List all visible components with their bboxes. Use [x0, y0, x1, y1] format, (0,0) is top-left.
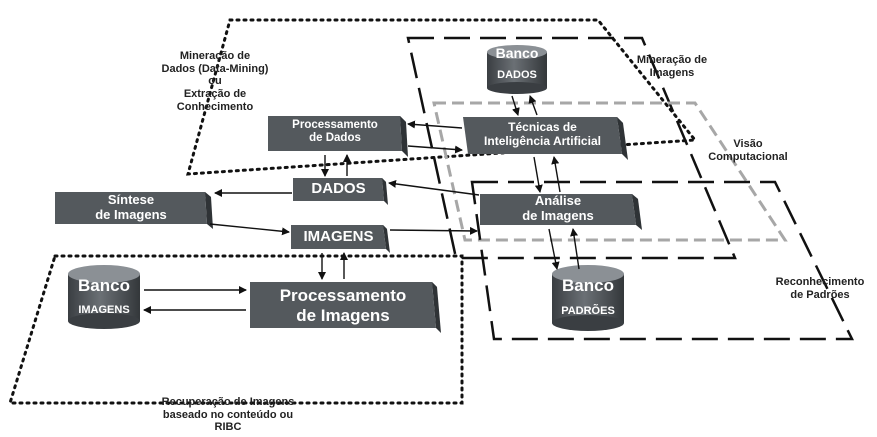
- box-label-tecnicas-ia: Técnicas de Inteligência Artificial: [484, 120, 601, 148]
- box-analise: [480, 194, 642, 230]
- label-visao-computacional: Visão Computacional: [708, 138, 788, 163]
- box-label-dados: DADOS: [311, 180, 366, 197]
- box-imagens: [291, 225, 390, 253]
- arrow-tecnicas-to-analise: [533, 156, 543, 193]
- label-recuperacao-imagens: Recuperação de Imagens baseado no conteú…: [161, 396, 295, 434]
- arrow-analise-to-tecnicas: [551, 156, 561, 193]
- cbir-region: [7, 254, 464, 405]
- arrow-tecnicas-to-processamento-dados: [407, 120, 463, 129]
- db-label-banco-dados-top: Banco: [495, 45, 539, 61]
- cylinder-banco-padroes: [552, 265, 624, 331]
- box-dados: [293, 178, 388, 205]
- db-label-banco-imagens-bottom: IMAGENS: [78, 304, 130, 316]
- box-processamento-imagens: [250, 282, 441, 333]
- box-sintese: [55, 192, 213, 229]
- data-mining-region: [185, 18, 698, 176]
- cylinder-banco-dados: [487, 45, 547, 94]
- db-label-banco-dados-bottom: DADOS: [497, 69, 537, 81]
- arrow-banco-dados-to-tecnicas: [511, 95, 520, 116]
- arrow-sintese-to-imagens: [209, 223, 290, 236]
- box-label-imagens: IMAGENS: [303, 228, 374, 245]
- computer-vision-region: [432, 101, 788, 242]
- image-mining-region: [406, 36, 737, 260]
- db-label-banco-imagens-top: Banco: [78, 276, 130, 295]
- cylinder-banco-imagens: [68, 265, 140, 329]
- db-label-banco-padroes-bottom: PADRÕES: [561, 305, 615, 317]
- arrow-banco-padroes-to-analise: [570, 228, 580, 270]
- box-processamento-dados: [268, 116, 408, 157]
- arrow-analise-to-banco-padroes: [548, 228, 560, 270]
- box-label-analise: Análise de Imagens: [522, 193, 594, 223]
- box-label-processamento-imagens: Processamento de Imagens: [279, 286, 407, 325]
- box-tecnicas-ia: [463, 117, 628, 160]
- label-reconhecimento-padroes: Reconhecimento de Padrões: [775, 276, 865, 301]
- box-label-sintese: Síntese de Imagens: [95, 192, 167, 222]
- box-label-processamento-dados: Processamento de Dados: [292, 119, 378, 145]
- arrow-tecnicas-to-banco-dados: [528, 95, 538, 116]
- label-mineracao-dados: Mineração de Dados (Data-Mining) ou Extr…: [161, 50, 269, 113]
- arrow-processamento-dados-to-tecnicas: [407, 145, 463, 154]
- arrow-analise-to-dados: [388, 179, 480, 196]
- pattern-recognition-region: [470, 180, 855, 341]
- label-mineracao-imagens: Mineração de Imagens: [636, 54, 708, 79]
- arrow-imagens-to-analise: [389, 226, 478, 235]
- db-label-banco-padroes-top: Banco: [562, 276, 614, 295]
